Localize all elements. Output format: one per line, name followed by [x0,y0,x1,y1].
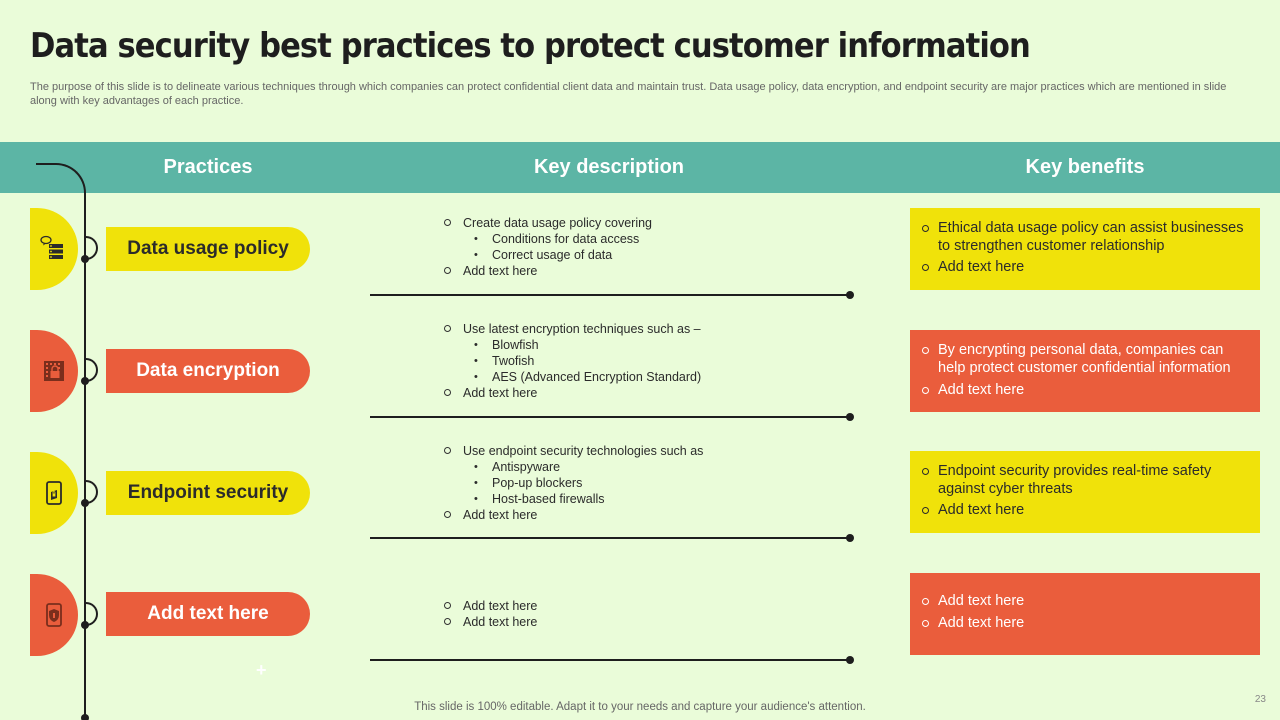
practice-label: Endpoint security [106,471,310,515]
header-key-benefits: Key benefits [1025,156,1145,178]
list-item: Add text here [922,381,1246,399]
list-item: Create data usage policy covering [444,215,844,231]
list-item: Use endpoint security technologies such … [444,443,844,459]
row-icon-badge [30,330,78,412]
mobile-lock-icon [46,481,62,505]
divider-dot [846,534,854,542]
timeline-line [84,193,86,720]
slide-subtitle: The purpose of this slide is to delineat… [30,81,1227,107]
description-list: Create data usage policy covering Condit… [444,215,844,279]
list-item: By encrypting personal data, companies c… [922,341,1246,377]
list-subitem: Host-based firewalls [444,491,844,507]
server-chat-icon [40,235,63,259]
list-item: Add text here [444,263,844,279]
list-subitem: AES (Advanced Encryption Standard) [444,369,844,385]
list-subitem: Twofish [444,353,844,369]
list-item: Add text here [444,614,844,630]
list-subitem: Pop-up blockers [444,475,844,491]
benefit-box: Ethical data usage policy can assist bus… [910,208,1260,290]
row-icon-badge [30,208,78,290]
header-key-description: Key description [533,156,685,178]
row-connector [84,358,98,382]
row-divider [370,659,850,661]
list-item: Add text here [444,385,844,401]
footer-note: This slide is 100% editable. Adapt it to… [414,701,866,713]
list-subitem: Conditions for data access [444,231,844,247]
list-item: Add text here [922,501,1246,519]
divider-dot [846,291,854,299]
practice-label: Data encryption [106,349,310,393]
row-divider [370,416,850,418]
list-subitem: Blowfish [444,337,844,353]
list-item: Add text here [922,592,1246,610]
timeline-dot [81,714,89,720]
row-divider [370,537,850,539]
mobile-shield-icon [46,603,62,627]
encrypted-lock-icon [44,361,64,381]
row-connector [84,480,98,504]
list-item: Ethical data usage policy can assist bus… [922,219,1246,255]
description-list: Add text here Add text here [444,598,844,630]
list-item: Add text here [922,614,1246,632]
benefit-box: By encrypting personal data, companies c… [910,330,1260,412]
practice-label: Data usage policy [106,227,310,271]
practice-label: Add text here [106,592,310,636]
header-practices: Practices [163,156,253,178]
row-connector [84,236,98,260]
list-item: Add text here [444,598,844,614]
row-icon-badge [30,452,78,534]
description-list: Use endpoint security technologies such … [444,443,844,523]
list-item: Endpoint security provides real-time saf… [922,462,1246,498]
list-item: Use latest encryption techniques such as… [444,321,844,337]
list-item: Add text here [444,507,844,523]
row-divider [370,294,850,296]
divider-dot [846,413,854,421]
list-item: Add text here [922,258,1246,276]
row-icon-badge [30,574,78,656]
benefit-box: Add text here Add text here [910,573,1260,655]
list-subitem: Antispyware [444,459,844,475]
page-number: 23 [1254,694,1266,705]
row-connector [84,602,98,626]
slide-title: Data security best practices to protect … [30,26,1031,66]
table-header-bar: Practices Key description Key benefits [0,142,1280,193]
benefit-box: Endpoint security provides real-time saf… [910,451,1260,533]
description-list: Use latest encryption techniques such as… [444,321,844,401]
plus-icon: + [256,660,267,680]
divider-dot [846,656,854,664]
list-subitem: Correct usage of data [444,247,844,263]
